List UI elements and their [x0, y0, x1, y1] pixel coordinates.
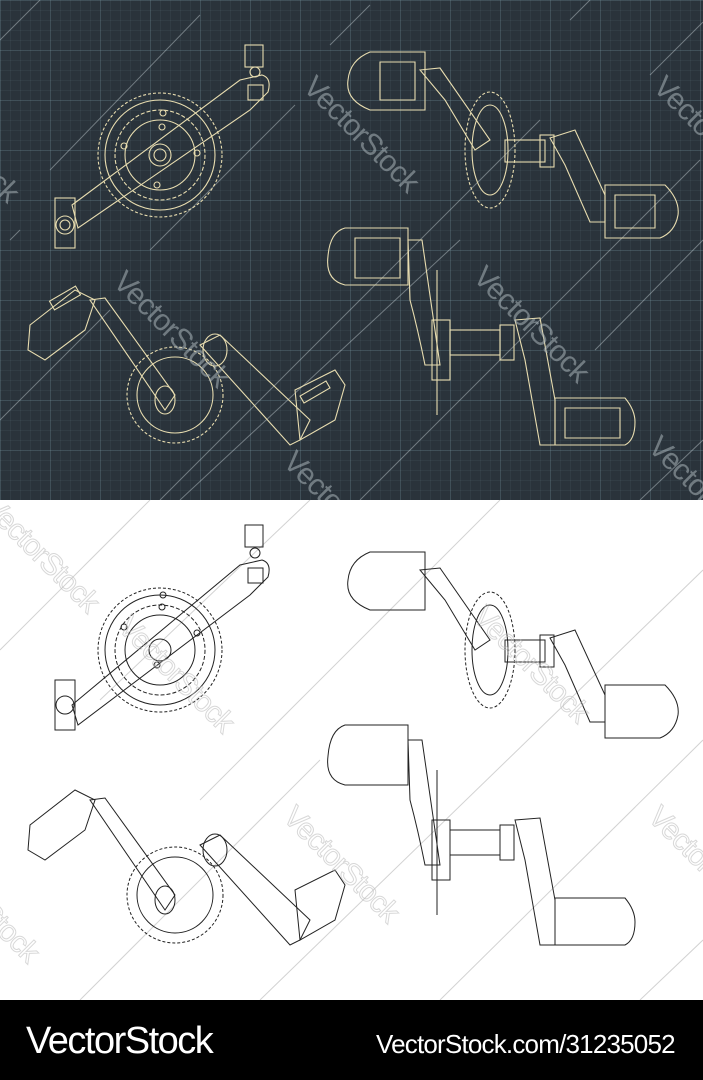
line-art-panel-light: VectorStock VectorStock VectorStock Vect… — [0, 500, 703, 1000]
blueprint-drawings-dark — [0, 0, 703, 500]
line-art-drawings-light — [0, 500, 703, 1000]
crankset-top-view — [327, 724, 636, 946]
blueprint-grid — [0, 0, 703, 500]
crankset-front-view — [54, 44, 270, 249]
blueprint-panel-dark: VectorStock VectorStock VectorStock Vect… — [0, 0, 703, 500]
crankset-top-view — [327, 227, 636, 446]
crankset-isometric-view — [27, 789, 346, 946]
crankset-isometric-view — [27, 285, 346, 446]
image-url-text: VectorStock.com/31235052 — [376, 1029, 676, 1059]
brand-logo-text: VectorStock — [26, 1020, 214, 1062]
crankset-side-view — [347, 51, 679, 239]
watermark-footer: VectorStock VectorStock.com/31235052 — [0, 1000, 703, 1080]
crankset-front-view — [54, 524, 270, 731]
crankset-side-view — [347, 551, 679, 739]
